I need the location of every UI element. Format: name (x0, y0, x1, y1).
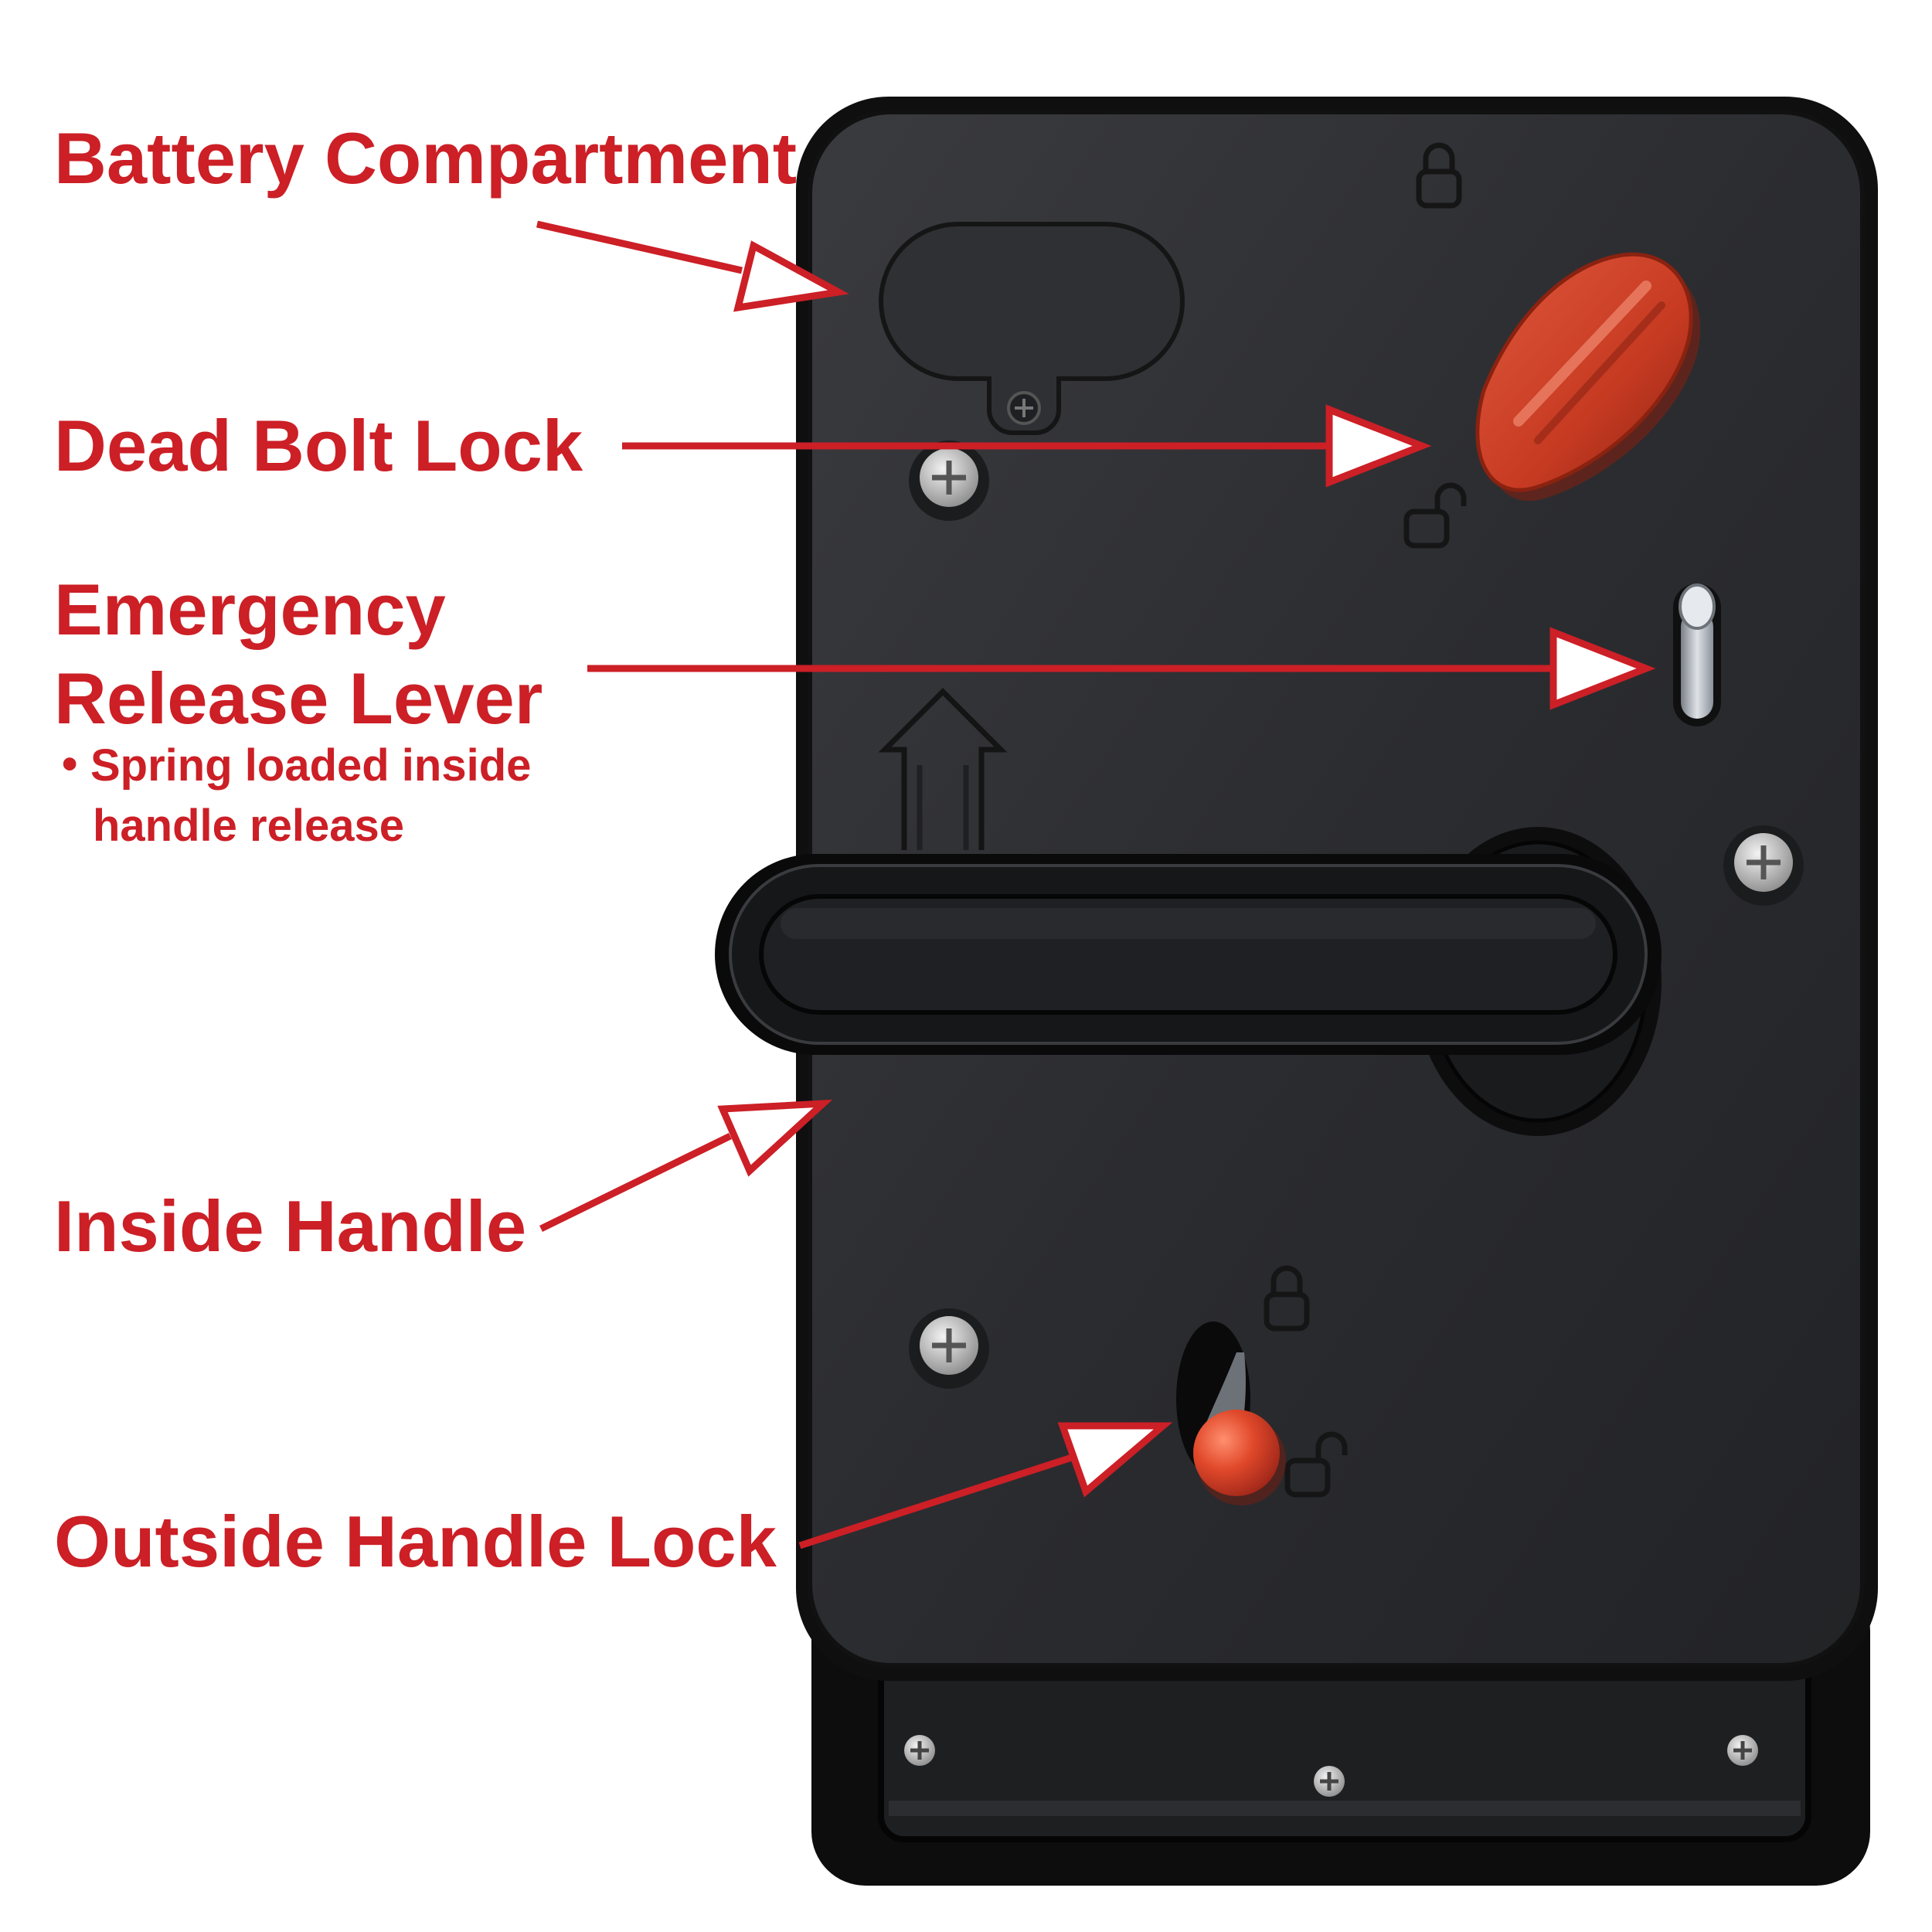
plate-screw-right-icon (1723, 825, 1804, 906)
emergency-note-line1: Spring loaded inside (90, 740, 532, 791)
padlock-closed-icon (1416, 142, 1462, 209)
emergency-release-lever[interactable] (1673, 583, 1721, 726)
inside-handle-arrow (539, 1099, 833, 1233)
outside-handle-lock-label: Outside Handle Lock (54, 1501, 777, 1582)
base-screw-left-icon (904, 1735, 935, 1766)
padlock-open-icon (1284, 1431, 1348, 1498)
plate-screw-bottom-left-icon (909, 1308, 989, 1389)
inside-handle-label: Inside Handle (54, 1185, 527, 1267)
padlock-closed-icon (1264, 1265, 1310, 1332)
outside-handle-lock[interactable] (1176, 1321, 1286, 1505)
outside-lock-arrow (798, 1422, 1173, 1549)
emergency-label-line2: Release Lever (54, 658, 543, 739)
plate-screw-top-left-icon (909, 440, 989, 521)
battery-compartment-label: Battery Compartment (54, 117, 798, 199)
emergency-label-line1: Emergency (54, 569, 446, 650)
annotation-arrows (536, 220, 1656, 1549)
emergency-note-bullet: • (62, 739, 78, 789)
battery-cover (878, 222, 1185, 435)
base-screw-center-icon (1314, 1766, 1345, 1797)
dead-bolt-lock-label: Dead Bolt Lock (54, 405, 583, 486)
inside-handle[interactable] (715, 827, 1662, 1136)
deadbolt-arrow (622, 404, 1432, 488)
emergency-note-line2: handle release (93, 801, 404, 851)
base-screw-right-icon (1727, 1735, 1758, 1766)
emergency-arrow (587, 627, 1656, 710)
battery-cover-screw-icon (1007, 391, 1041, 425)
battery-arrow (536, 220, 849, 312)
up-arrow-icon (878, 688, 1008, 850)
deadbolt-knob[interactable] (1475, 252, 1701, 502)
padlock-open-icon (1403, 482, 1467, 549)
